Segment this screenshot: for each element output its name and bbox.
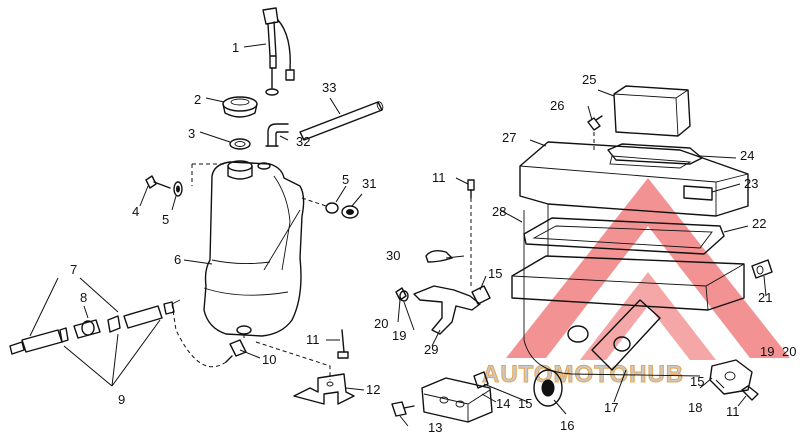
callout-10: 10 [262,352,276,367]
part-15-fitting-center [471,285,491,305]
callout-9: 9 [118,392,125,407]
part-30-strap [425,249,453,263]
part-2-filler-cap [222,96,258,118]
callout-11-top: 11 [432,170,446,185]
callout-6: 6 [174,252,181,267]
part-14-valve-body [421,377,493,423]
callout-7: 7 [70,262,77,277]
part-1-gauge-sender [262,7,295,96]
callout-14: 14 [496,396,510,411]
watermark-triangle-right [648,178,790,358]
callout-23: 23 [744,176,758,191]
part-25-foam-filter [613,85,691,137]
leader-lines [83,43,767,427]
part-4-bolt [145,175,171,189]
part-11-bolt-lower [337,329,349,359]
callout-12: 12 [366,382,380,397]
callout-11-right: 11 [726,404,740,419]
callout-27: 27 [502,130,516,145]
assembly-line-fuel-route [171,303,245,368]
callout-19: 19 [392,328,406,343]
part-22-air-filter [523,217,725,255]
fuel-line-assembly [9,299,181,355]
part-15-fitting-lower [473,371,489,389]
assembly-line-tank-bolt [191,163,226,186]
callout-4: 4 [132,204,139,219]
callout-26: 26 [550,98,564,113]
part-24-cover-lid [607,143,703,165]
part-29-mount-bracket [413,285,481,335]
callout-20-right: 20 [782,344,796,359]
part-23-decal [683,185,713,201]
part-5-washer-right [325,202,339,214]
part-28-airbox-base [511,204,745,377]
assembly-line-tank-grommet [301,197,327,207]
part-11-bolt-upper [467,179,475,199]
part-17-duct [591,299,661,371]
callout-33: 33 [322,80,336,95]
watermark-inner-peak [580,272,716,360]
part-26-clip [587,115,603,131]
callout-8: 8 [80,290,87,305]
callout-15: 15 [488,266,502,281]
part-33-vent-hose [299,101,384,141]
callout-15-right: 15 [690,374,704,389]
callout-2: 2 [194,92,201,107]
part-16-intake-boot [533,369,563,407]
part-20-bolt-center [395,287,407,301]
callout-31: 31 [362,176,376,191]
leader-9 [63,319,161,387]
callout-5-right: 5 [342,172,349,187]
callout-15-lower: 15 [518,396,532,411]
callout-32: 32 [296,134,310,149]
part-27-airbox-cover [519,141,749,217]
callout-20: 20 [374,316,388,331]
callout-24: 24 [740,148,754,163]
part-13-bolt [391,401,415,417]
callout-25: 25 [582,72,596,87]
callout-1: 1 [232,40,239,55]
leader-7 [29,277,119,337]
callout-5: 5 [162,212,169,227]
part-5-washer-left [173,181,183,197]
callout-labels: 1 2 3 4 5 6 7 8 9 10 11 12 13 14 15 16 1… [70,40,796,435]
part-31-grommet [341,205,359,219]
callout-30: 30 [386,248,400,263]
callout-18: 18 [688,400,702,415]
part-6-fuel-tank [203,160,305,337]
callout-17: 17 [604,400,618,415]
part-32-elbow-fitting [265,123,289,147]
callout-16: 16 [560,418,574,433]
callout-22: 22 [752,216,766,231]
assembly-line-tank-bracket [255,341,331,380]
callout-3: 3 [188,126,195,141]
callout-21: 21 [758,290,772,305]
part-21-connector [751,259,773,279]
watermark-triangle-left [506,178,648,358]
callout-13: 13 [428,420,442,435]
part-11-bolt-right [741,385,759,401]
watermark-logo: AUTOMOTOHUB [482,178,790,389]
part-3-gasket [229,138,251,150]
callout-19-right: 19 [760,344,774,359]
callout-28: 28 [492,204,506,219]
part-12-tank-bracket [293,373,355,405]
part-18-bracket [709,359,753,395]
callout-11: 11 [306,332,320,347]
callout-29: 29 [424,342,438,357]
